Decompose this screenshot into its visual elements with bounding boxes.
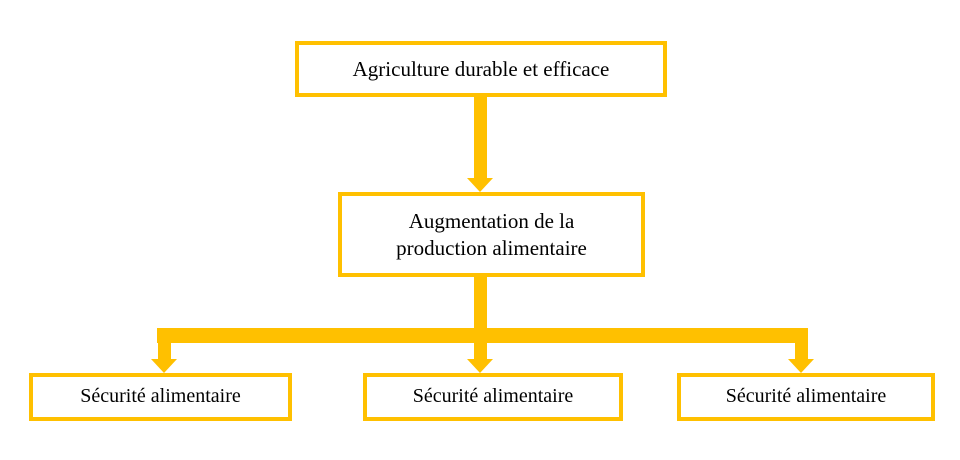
arrowhead-bus-to-leaf-2	[788, 359, 814, 373]
connector-production-to-bus-shaft	[474, 275, 487, 330]
node-augmentation-production-label: Augmentation de la production alimentair…	[396, 208, 587, 260]
node-securite-alimentaire-2[interactable]: Sécurité alimentaire	[363, 373, 623, 421]
connector-root-to-production-shaft	[474, 95, 487, 180]
node-augmentation-production[interactable]: Augmentation de la production alimentair…	[338, 192, 645, 277]
node-securite-alimentaire-3[interactable]: Sécurité alimentaire	[677, 373, 935, 421]
node-securite-alimentaire-1-label: Sécurité alimentaire	[80, 385, 241, 408]
node-securite-alimentaire-2-label: Sécurité alimentaire	[412, 385, 574, 408]
node-agriculture-durable-label: Agriculture durable et efficace	[352, 56, 610, 81]
connector-bus-to-leaf-0-shaft	[158, 343, 171, 363]
connector-distribution-bus	[157, 328, 808, 343]
arrowhead-bus-to-leaf-1	[467, 359, 493, 373]
arrowhead-bus-to-leaf-0	[151, 359, 177, 373]
node-securite-alimentaire-3-label: Sécurité alimentaire	[725, 385, 887, 408]
node-securite-alimentaire-1[interactable]: Sécurité alimentaire	[29, 373, 292, 421]
connector-bus-to-leaf-2-shaft	[795, 343, 808, 363]
arrowhead-root-to-production	[467, 178, 493, 192]
connector-bus-to-leaf-1-shaft	[474, 343, 487, 363]
node-agriculture-durable[interactable]: Agriculture durable et efficace	[295, 41, 667, 97]
